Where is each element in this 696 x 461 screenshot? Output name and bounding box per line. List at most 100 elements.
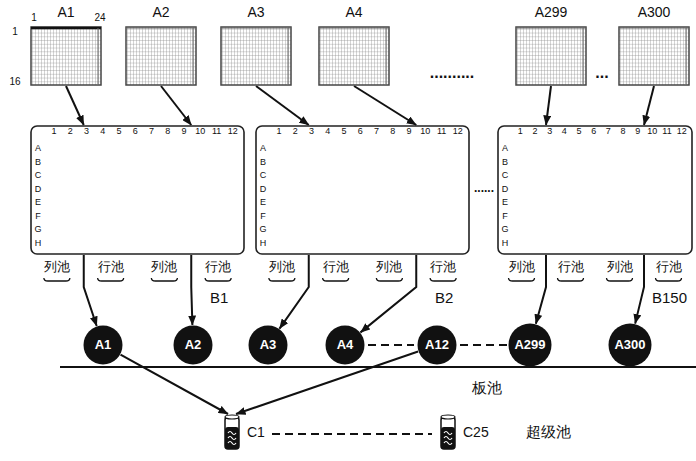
axis-number: 1: [31, 12, 37, 23]
pool-label: 行池: [205, 260, 231, 274]
pool-label: 行池: [323, 260, 349, 274]
plate-grid: [220, 26, 292, 86]
tube-wave: [228, 437, 236, 440]
pool-name: A2: [185, 338, 202, 353]
circle-fill: [418, 326, 457, 365]
tube-rim: [441, 415, 455, 419]
flow-arrow: [546, 86, 551, 125]
column-number: 8: [165, 127, 170, 137]
flow-arrow: [84, 255, 97, 326]
column-number: 10: [195, 127, 205, 137]
tube-wave: [228, 432, 236, 435]
pool-circle: A2: [173, 325, 213, 365]
column-number: 11: [437, 127, 446, 137]
column-number: 3: [309, 127, 314, 137]
row-letter: A: [502, 144, 508, 154]
plate-body: [126, 27, 196, 85]
pool-label: 行池: [98, 260, 124, 274]
pool-bracket: [430, 278, 456, 281]
column-number: 9: [407, 127, 412, 137]
row-letter: H: [260, 239, 267, 249]
pool-name: A1: [95, 338, 112, 353]
pool-tube: C1: [224, 414, 240, 450]
column-number: 3: [547, 127, 552, 137]
pool-name: A4: [337, 338, 354, 353]
dash-line: [272, 433, 432, 435]
pool-circle: A3: [248, 325, 288, 365]
row-letter: F: [502, 212, 508, 222]
plate-384: A299: [515, 4, 587, 86]
column-number: 12: [228, 127, 238, 137]
plate-384: A3: [220, 4, 292, 86]
pool-circle: A4: [325, 325, 365, 365]
ellipsis: ..........: [430, 64, 474, 82]
circle-fill: [326, 326, 365, 365]
axis-number: 24: [94, 12, 105, 23]
row-letter: H: [35, 239, 42, 249]
plate-name: A300: [618, 4, 690, 20]
tube-wave: [444, 432, 452, 435]
column-number: 10: [647, 127, 657, 137]
pool-bracket: [151, 278, 177, 281]
row-letter: B: [260, 158, 266, 168]
column-number: 11: [662, 127, 671, 137]
pool-label: 行池: [558, 260, 584, 274]
column-number: 5: [576, 127, 581, 137]
circle-fill: [84, 326, 123, 365]
column-number: 2: [293, 127, 298, 137]
tube-wave: [228, 442, 236, 445]
circle-fill: [249, 326, 288, 365]
row-letter: A: [35, 144, 41, 154]
row-letter: E: [35, 198, 41, 208]
dash-line: [368, 344, 414, 346]
row-letter: H: [502, 239, 509, 249]
column-number: 10: [420, 127, 430, 137]
plate-edge: [288, 28, 289, 84]
flow-arrow: [121, 355, 228, 414]
column-number: 9: [182, 127, 187, 137]
plate-grid: [618, 26, 690, 86]
pool-label: 行池: [656, 260, 682, 274]
column-number: 9: [635, 127, 640, 137]
pool-circle: A12: [417, 325, 457, 365]
tube-liquid: [225, 427, 239, 449]
row-letter: F: [260, 212, 266, 222]
row-letter: D: [260, 185, 267, 195]
plate-384: A1: [30, 4, 102, 86]
plate-body: [498, 126, 692, 254]
pool-bracket: [376, 278, 402, 281]
tube-wave: [444, 442, 452, 445]
plate-body: [256, 126, 469, 254]
flow-arrow: [161, 86, 191, 125]
stage-label: 超级池: [526, 424, 571, 441]
plate-edge: [31, 27, 101, 30]
tube-wave: [444, 437, 452, 440]
column-number: 2: [68, 127, 73, 137]
plate-body: [319, 27, 389, 85]
plate-grid: [125, 26, 197, 86]
row-letter: B: [502, 158, 508, 168]
plate-grid: [30, 26, 102, 86]
pool-bracket: [509, 278, 535, 281]
pool-bracket: [656, 278, 682, 281]
column-number: 6: [358, 127, 363, 137]
row-letter: G: [259, 225, 266, 235]
column-number: 1: [518, 127, 523, 137]
pool-circle: A300: [608, 323, 652, 367]
pool-circle: A1: [83, 325, 123, 365]
column-number: 5: [117, 127, 122, 137]
plate-384: A2: [125, 4, 197, 86]
pool-label: 列池: [607, 260, 633, 274]
column-number: 7: [606, 127, 611, 137]
circle-fill: [174, 326, 213, 365]
tube-name: C1: [247, 424, 265, 440]
plate-edge: [319, 27, 389, 28]
plate-name: B1: [210, 289, 228, 306]
plate-edge: [583, 28, 584, 84]
pool-bracket: [269, 278, 295, 281]
column-number: 1: [52, 127, 57, 137]
pool-bracket: [44, 278, 70, 281]
column-number: 2: [532, 127, 537, 137]
pool-bracket: [607, 278, 633, 281]
